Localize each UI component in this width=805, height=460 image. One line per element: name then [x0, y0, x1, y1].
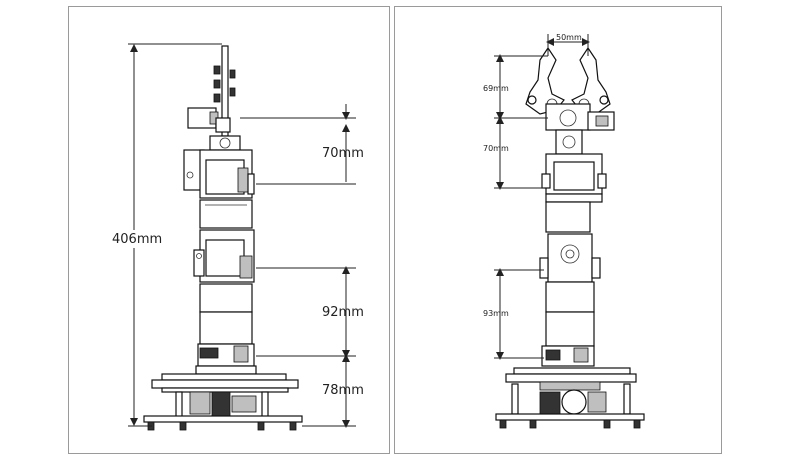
middle-dimension-label: 92mm: [322, 305, 364, 320]
front-view-robot: [143, 45, 303, 431]
wrist-dimension-label: 70mm: [483, 144, 509, 153]
front-view-dimensions: [128, 43, 356, 428]
gripper-height-label: 69mm: [483, 84, 509, 93]
gripper-width-label: 50mm: [556, 33, 582, 42]
upper-dimension-label: 70mm: [322, 146, 364, 161]
side-view-dimensions: [494, 34, 590, 360]
base-dimension-label: 78mm: [322, 383, 364, 398]
total-height-label: 406mm: [112, 232, 162, 247]
arm-dimension-label: 93mm: [483, 309, 509, 318]
side-view-robot: [495, 46, 645, 429]
